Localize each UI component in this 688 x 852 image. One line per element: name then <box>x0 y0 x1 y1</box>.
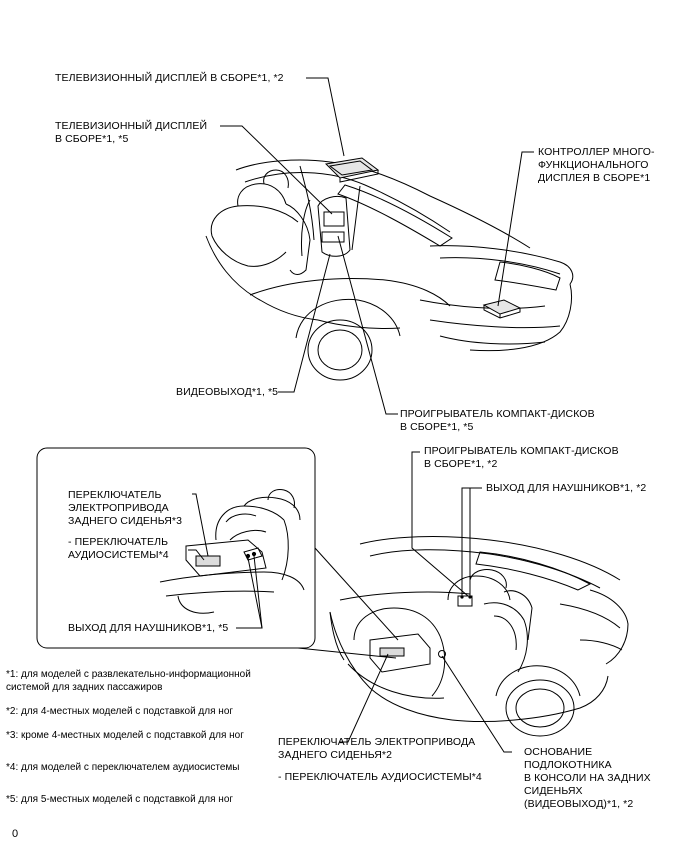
label-controller-line1: КОНТРОЛЛЕР МНОГО- <box>538 146 655 158</box>
label-video-out: ВИДЕОВЫХОД*1, *5 <box>176 386 279 398</box>
label-tv-display-roof: ТЕЛЕВИЗИОННЫЙ ДИСПЛЕЙ В СБОРЕ*1, *2 <box>55 72 284 84</box>
label-armrest-line3: В КОНСОЛИ НА ЗАДНИХ <box>524 772 651 784</box>
page-number: 0 <box>12 828 19 840</box>
bottom-car-illustration <box>329 536 629 737</box>
label-audio-switch-main: - ПЕРЕКЛЮЧАТЕЛЬ АУДИОСИСТЕМЫ*4 <box>278 771 482 783</box>
label-cd-player-2-line1: ПРОИГРЫВАТЕЛЬ КОМПАКТ-ДИСКОВ <box>424 445 619 457</box>
footnote-5: *5: для 5-местных моделей с подставкой д… <box>6 794 234 805</box>
inset-connector-lines <box>297 547 399 659</box>
label-armrest-line1: ОСНОВАНИЕ <box>524 746 593 758</box>
top-car-illustration <box>205 159 574 381</box>
leader-lines-inset <box>188 493 263 629</box>
label-cd-player-2-line2: В СБОРЕ*1, *2 <box>424 458 498 470</box>
label-controller-line3: ДИСПЛЕЯ В СБОРЕ*1 <box>538 172 651 184</box>
footnote-1-line2: системой для задних пассажиров <box>6 682 163 693</box>
label-headphones-inset: ВЫХОД ДЛЯ НАУШНИКОВ*1, *5 <box>68 622 229 634</box>
label-audio-switch-inset-line2: АУДИОСИСТЕМЫ*4 <box>68 549 169 561</box>
label-controller-line2: ФУНКЦИОНАЛЬНОГО <box>538 159 649 171</box>
footnote-4: *4: для моделей с переключателем аудиоси… <box>6 762 240 773</box>
label-armrest-line2: ПОДЛОКОТНИКА <box>524 759 612 771</box>
label-cd-player-1-line2: В СБОРЕ*1, *5 <box>400 421 474 433</box>
footnote-3: *3: кроме 4-местных моделей с подставкой… <box>6 730 244 741</box>
footnote-2: *2: для 4-местных моделей с подставкой д… <box>6 706 234 717</box>
leader-lines-bottom <box>340 451 512 753</box>
ceiling-tv-display-part <box>324 157 380 183</box>
label-seat-switch-inset-line3: ЗАДНЕГО СИДЕНЬЯ*3 <box>68 515 183 527</box>
label-seat-switch-inset-line2: ЭЛЕКТРОПРИВОДА <box>68 502 169 514</box>
controller-box-part <box>482 299 522 319</box>
footnote-1-line1: *1: для моделей с развлекательно-информа… <box>6 669 251 680</box>
label-audio-switch-inset-line1: - ПЕРЕКЛЮЧАТЕЛЬ <box>68 536 169 548</box>
inset-seat-illustration <box>159 489 305 614</box>
label-seat-switch-main-line1: ПЕРЕКЛЮЧАТЕЛЬ ЭЛЕКТРОПРИВОДА <box>278 736 476 748</box>
label-seat-switch-main-line2: ЗАДНЕГО СИДЕНЬЯ*2 <box>278 749 393 761</box>
label-seat-switch-inset-line1: ПЕРЕКЛЮЧАТЕЛЬ <box>68 489 162 501</box>
label-tv-display-seat-line2: В СБОРЕ*1, *5 <box>55 133 129 145</box>
leader-endpoints <box>460 595 472 599</box>
label-tv-display-seat-line1: ТЕЛЕВИЗИОННЫЙ ДИСПЛЕЙ <box>55 120 208 132</box>
label-armrest-line4: СИДЕНЬЯХ <box>524 785 583 797</box>
label-armrest-line5: (ВИДЕОВЫХОД)*1, *2 <box>524 798 634 810</box>
label-cd-player-1-line1: ПРОИГРЫВАТЕЛЬ КОМПАКТ-ДИСКОВ <box>400 408 595 420</box>
leader-lines-top <box>220 77 534 415</box>
label-headphones-main: ВЫХОД ДЛЯ НАУШНИКОВ*1, *2 <box>486 482 647 494</box>
